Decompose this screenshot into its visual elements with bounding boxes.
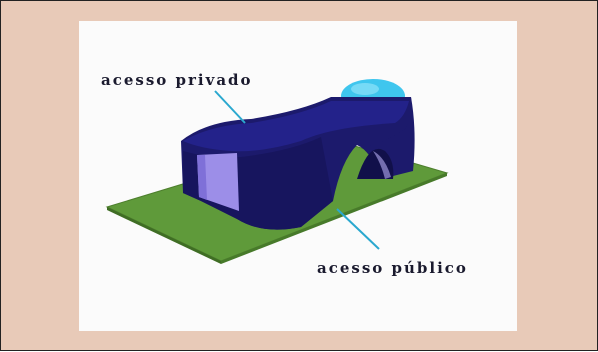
public-access-label: acesso público (317, 259, 468, 277)
building-roof-surface (183, 101, 409, 152)
glass-wall (197, 153, 239, 211)
roof-dome-highlight (351, 83, 379, 95)
private-access-label: acesso privado (101, 71, 253, 89)
entrance-light (373, 151, 391, 179)
glass-wall-shade (197, 155, 207, 200)
public-access-pointer (336, 208, 380, 250)
ground-edge (107, 207, 221, 264)
ground-edge-front (221, 173, 447, 264)
private-access-pointer (214, 90, 246, 124)
